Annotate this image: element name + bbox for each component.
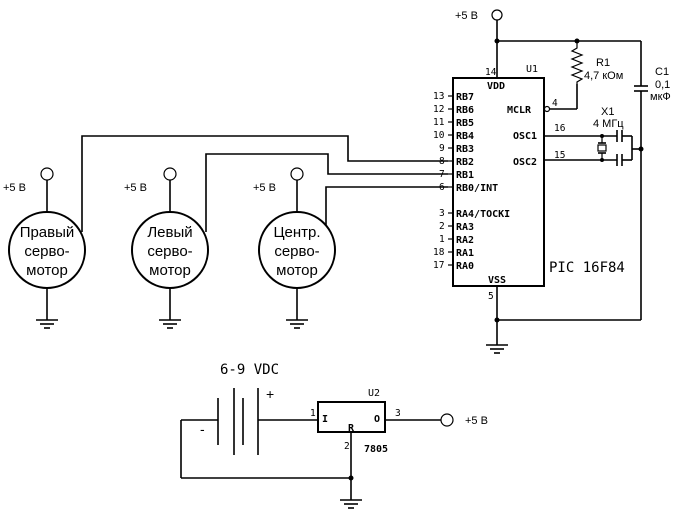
x1-value: 4 МГц [593,118,624,130]
svg-text:Правый: Правый [20,224,75,241]
r1-ref: R1 [596,57,610,69]
svg-text:мотор: мотор [276,262,318,279]
mcu-body [452,77,545,287]
top-supply: +5 В [455,9,641,78]
osc1-pin-number: 16 [554,123,566,134]
svg-text:Левый: Левый [147,224,192,241]
pin-number: 9 [439,143,445,154]
pin-label: RB3 [456,144,474,155]
pin-label: RB1 [456,170,474,181]
capacitor-c1-group: C1 0,1 мкФ [634,41,671,320]
reg-out-label: O [374,414,380,425]
oscillator: X1 4 МГц [544,106,641,166]
supply-terminal [163,167,177,181]
c1-ref: C1 [655,66,669,78]
regulator-7805 [317,401,386,433]
junction-dot [494,38,500,44]
mclr-pin-number: 4 [552,98,558,109]
regulator-out-label: +5 В [465,415,488,427]
supply-terminal [440,413,454,427]
pin-label: RA0 [456,261,474,272]
mclr-label: MCLR [507,105,532,116]
pin-label: RB6 [456,105,474,116]
osc2-label: OSC2 [513,157,537,168]
pin-number: 10 [433,130,445,141]
battery-minus: - [200,421,205,437]
svg-text:серво-: серво- [274,243,319,260]
supply-terminal [491,9,503,21]
svg-text:мотор: мотор [149,262,191,279]
vss-pin-number: 5 [488,291,494,302]
pin-label: RB7 [456,92,474,103]
reset-circuit: R1 4,7 кОм [549,41,623,110]
vdd-label: VDD [487,81,505,92]
pin-number: 17 [433,260,444,271]
resistor-r1 [570,41,584,84]
pin-label: RA3 [456,222,474,233]
vss-ground [486,286,641,354]
c1-value-2: мкФ [650,91,671,103]
reg-pin-gnd: 2 [344,441,350,452]
pin-number: 11 [433,117,445,128]
servo-right-supply: +5 В [3,182,26,194]
pin-number: 18 [433,247,445,258]
pin-label: RB4 [456,131,474,142]
pin-number: 3 [439,208,445,219]
r1-value: 4,7 кОм [584,70,623,82]
supply-terminal [40,167,54,181]
osc1-label: OSC1 [513,131,537,142]
regulator-part: 7805 [364,444,388,455]
regulator-ref: U2 [368,388,380,399]
svg-text:серво-: серво- [24,243,69,260]
svg-text:серво-: серво- [147,243,192,260]
pin-label: RB2 [456,157,474,168]
pin-number: 12 [433,104,444,115]
reg-gnd-label: R [348,423,355,434]
servo-center: +5 В Центр. серво- мотор [253,167,336,329]
supply-terminal [290,167,304,181]
mcu-part: PIC 16F84 [549,260,625,276]
crystal-x1 [597,144,607,152]
supply-label-top: +5 В [455,10,478,22]
battery-label: 6-9 VDC [220,362,279,378]
pin-label: RA4/TOCKI [456,209,510,220]
svg-text:Центр.: Центр. [273,224,320,241]
svg-text:мотор: мотор [26,262,68,279]
pin-label: RA1 [456,248,474,259]
vdd-pin-number: 14 [485,67,497,78]
pin-label: RB5 [456,118,474,129]
battery-plus: + [266,386,274,402]
servo-left-supply: +5 В [124,182,147,194]
mcu-ref: U1 [526,64,538,75]
pin-number: 13 [433,91,444,102]
pin-number: 1 [439,234,445,245]
pin-label: RA2 [456,235,474,246]
servo-center-supply: +5 В [253,182,276,194]
servo-signal-wires [81,135,448,232]
osc2-pin-number: 15 [554,150,565,161]
reg-pin-out: 3 [395,408,401,419]
reg-in-label: I [322,414,328,425]
pin-number: 2 [439,221,445,232]
power-supply: 6-9 VDC + - U2 7805 1 I O R 3 2 +5 В [180,362,488,509]
pic-16f84: U1 14 VDD PIC 16F84 VSS 5 13 RB7 12 RB6 … [433,64,625,302]
x1-ref: X1 [601,106,614,118]
c1-value-1: 0,1 [655,79,670,91]
servo-right: +5 В Правый серво- мотор [3,167,86,329]
reg-pin-in: 1 [310,408,316,419]
mclr-inversion-bubble [543,105,551,113]
pin-label: RB0/INT [456,183,498,194]
vss-label: VSS [488,275,506,286]
servo-left: +5 В Левый серво- мотор [124,167,209,329]
